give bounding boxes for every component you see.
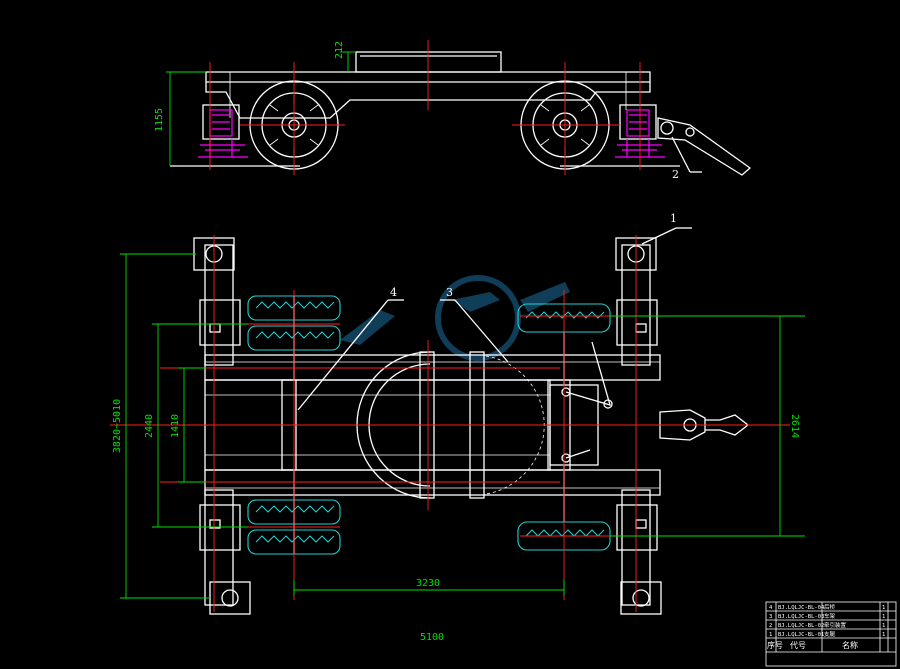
dim-right-width: 2614 <box>789 414 800 438</box>
tb-row-2-qty: 1 <box>882 614 885 620</box>
callout-2: 2 <box>672 168 679 181</box>
watermark-logo <box>340 275 570 361</box>
plan-centerlines <box>110 235 790 612</box>
tb-row-3-code: BJ.LQLJC-BL-02 <box>778 623 824 629</box>
callout-1: 1 <box>670 212 677 225</box>
tb-row-4-code: BJ.LQLJC-BL-01 <box>778 632 824 638</box>
tb-row-4-name: 支腿 <box>824 630 836 638</box>
tb-header-name: 名称 <box>842 640 858 650</box>
plan-view <box>193 237 750 615</box>
plan-dimensions <box>120 253 805 599</box>
dim-wheelbase: 3230 <box>416 578 440 589</box>
tb-row-4-qty: 1 <box>882 632 885 638</box>
dim-track-outer: 2440 <box>144 414 155 438</box>
tb-row-1-code: BJ.LQLJC-BL-04 <box>778 605 825 611</box>
tb-row-3-name: 牵引装置 <box>824 621 847 629</box>
callout-1-leader <box>641 227 677 245</box>
dim-overall-length: 3820~5010 <box>112 399 123 453</box>
tb-row-2-num: 3 <box>769 614 772 620</box>
tb-header-num: 序号 <box>767 640 783 650</box>
tb-row-4-num: 1 <box>769 632 772 638</box>
tb-row-1-num: 4 <box>769 605 773 611</box>
side-view <box>166 40 752 176</box>
tb-row-1-name: 后桥 <box>824 603 836 611</box>
dim-top-height: 212 <box>334 41 345 59</box>
dim-track-inner: 1410 <box>170 414 181 438</box>
title-block <box>765 601 897 667</box>
callout-4-leader <box>297 299 389 411</box>
tb-row-3-num: 2 <box>769 623 772 629</box>
callout-2-leader <box>671 136 691 173</box>
callout-3-leader <box>454 299 509 363</box>
tb-row-2-code: BJ.LQLJC-BL-03 <box>778 614 824 620</box>
tb-header-code: 代号 <box>790 640 806 650</box>
side-jack-right <box>615 104 665 158</box>
tb-row-1-qty: 1 <box>882 605 885 611</box>
tb-row-3-qty: 1 <box>882 623 885 629</box>
side-jack-left <box>198 104 248 158</box>
tb-row-2-name: 车架 <box>824 612 836 620</box>
plan-jack-pads <box>193 237 662 615</box>
dim-overall-width: 5100 <box>420 632 444 643</box>
callout-3: 3 <box>446 286 453 299</box>
side-drawbar <box>657 117 752 176</box>
dim-side-height: 1155 <box>154 108 165 132</box>
callout-4: 4 <box>390 286 397 299</box>
